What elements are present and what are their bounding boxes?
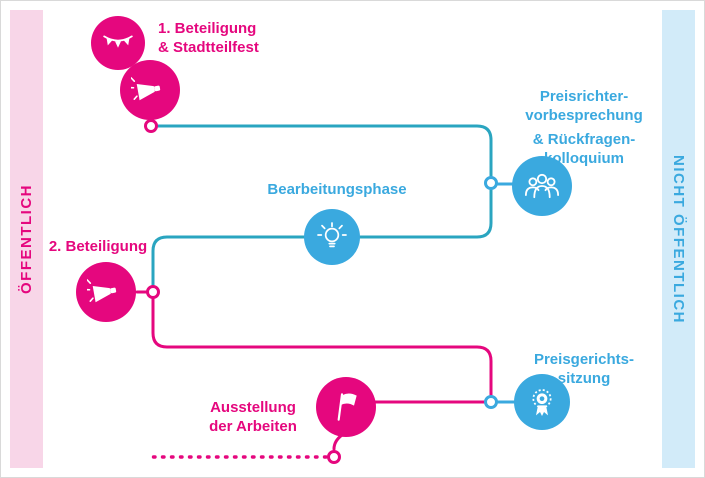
label-beteiligung1-line1: 1. Beteiligung [158,20,257,37]
award-icon [532,389,552,416]
label-preisgericht-line1: Preisgerichts- [533,351,635,368]
committee-icon [524,173,560,199]
label-preisrichter-line4: kolloquium [544,150,624,167]
connector-dot-1 [144,119,158,133]
label-ausstellung: Ausstellung der Arbeiten [189,398,317,436]
public-band: ÖFFENTLICH [10,10,43,468]
flow-line-phase3 [151,297,493,397]
non-public-band: NICHT ÖFFENTLICH [662,10,695,468]
flow-line-phase1 [156,124,493,178]
node-bearbeitungsphase [304,209,360,265]
label-preisrichter-line3: & Rückfragen- [532,131,636,148]
label-preisrichter-line2: vorbesprechung [525,107,643,124]
bunting-icon [103,35,133,48]
node-stadtteilfest [91,16,145,70]
label-preisgericht: Preisgerichts- sitzung [509,350,659,388]
node-beteiligung2 [76,262,136,322]
label-ausstellung-line1: Ausstellung [210,399,296,416]
label-ausstellung-line2: der Arbeiten [209,418,297,435]
megaphone-icon [87,279,117,303]
label-bearbeitungsphase: Bearbeitungsphase [267,181,407,198]
label-preisgericht-line2: sitzung [557,370,611,387]
label-preisrichter: Preisrichter- vorbesprechung & Rückfrage… [499,87,669,168]
megaphone-icon [131,77,161,101]
connector-dot-2 [484,176,498,190]
label-preisrichter-line1: Preisrichter- [539,88,629,105]
lightbulb-icon [317,222,347,248]
node-ausstellung [316,377,376,437]
node-beteiligung1 [120,60,180,120]
connector-dot-4 [484,395,498,409]
node-preisgericht [514,374,570,430]
flow-stub-ausstellung [332,433,344,451]
label-beteiligung1: 1. Beteiligung & Stadtteilfest [158,19,259,57]
node-preisrichter [512,156,572,216]
flag-icon [337,393,357,421]
connector-dot-5 [327,450,341,464]
non-public-band-label: NICHT ÖFFENTLICH [670,154,687,324]
label-beteiligung2: 2. Beteiligung [48,238,148,255]
connector-dot-3 [146,285,160,299]
label-beteiligung1-line2: & Stadtteilfest [158,39,259,56]
